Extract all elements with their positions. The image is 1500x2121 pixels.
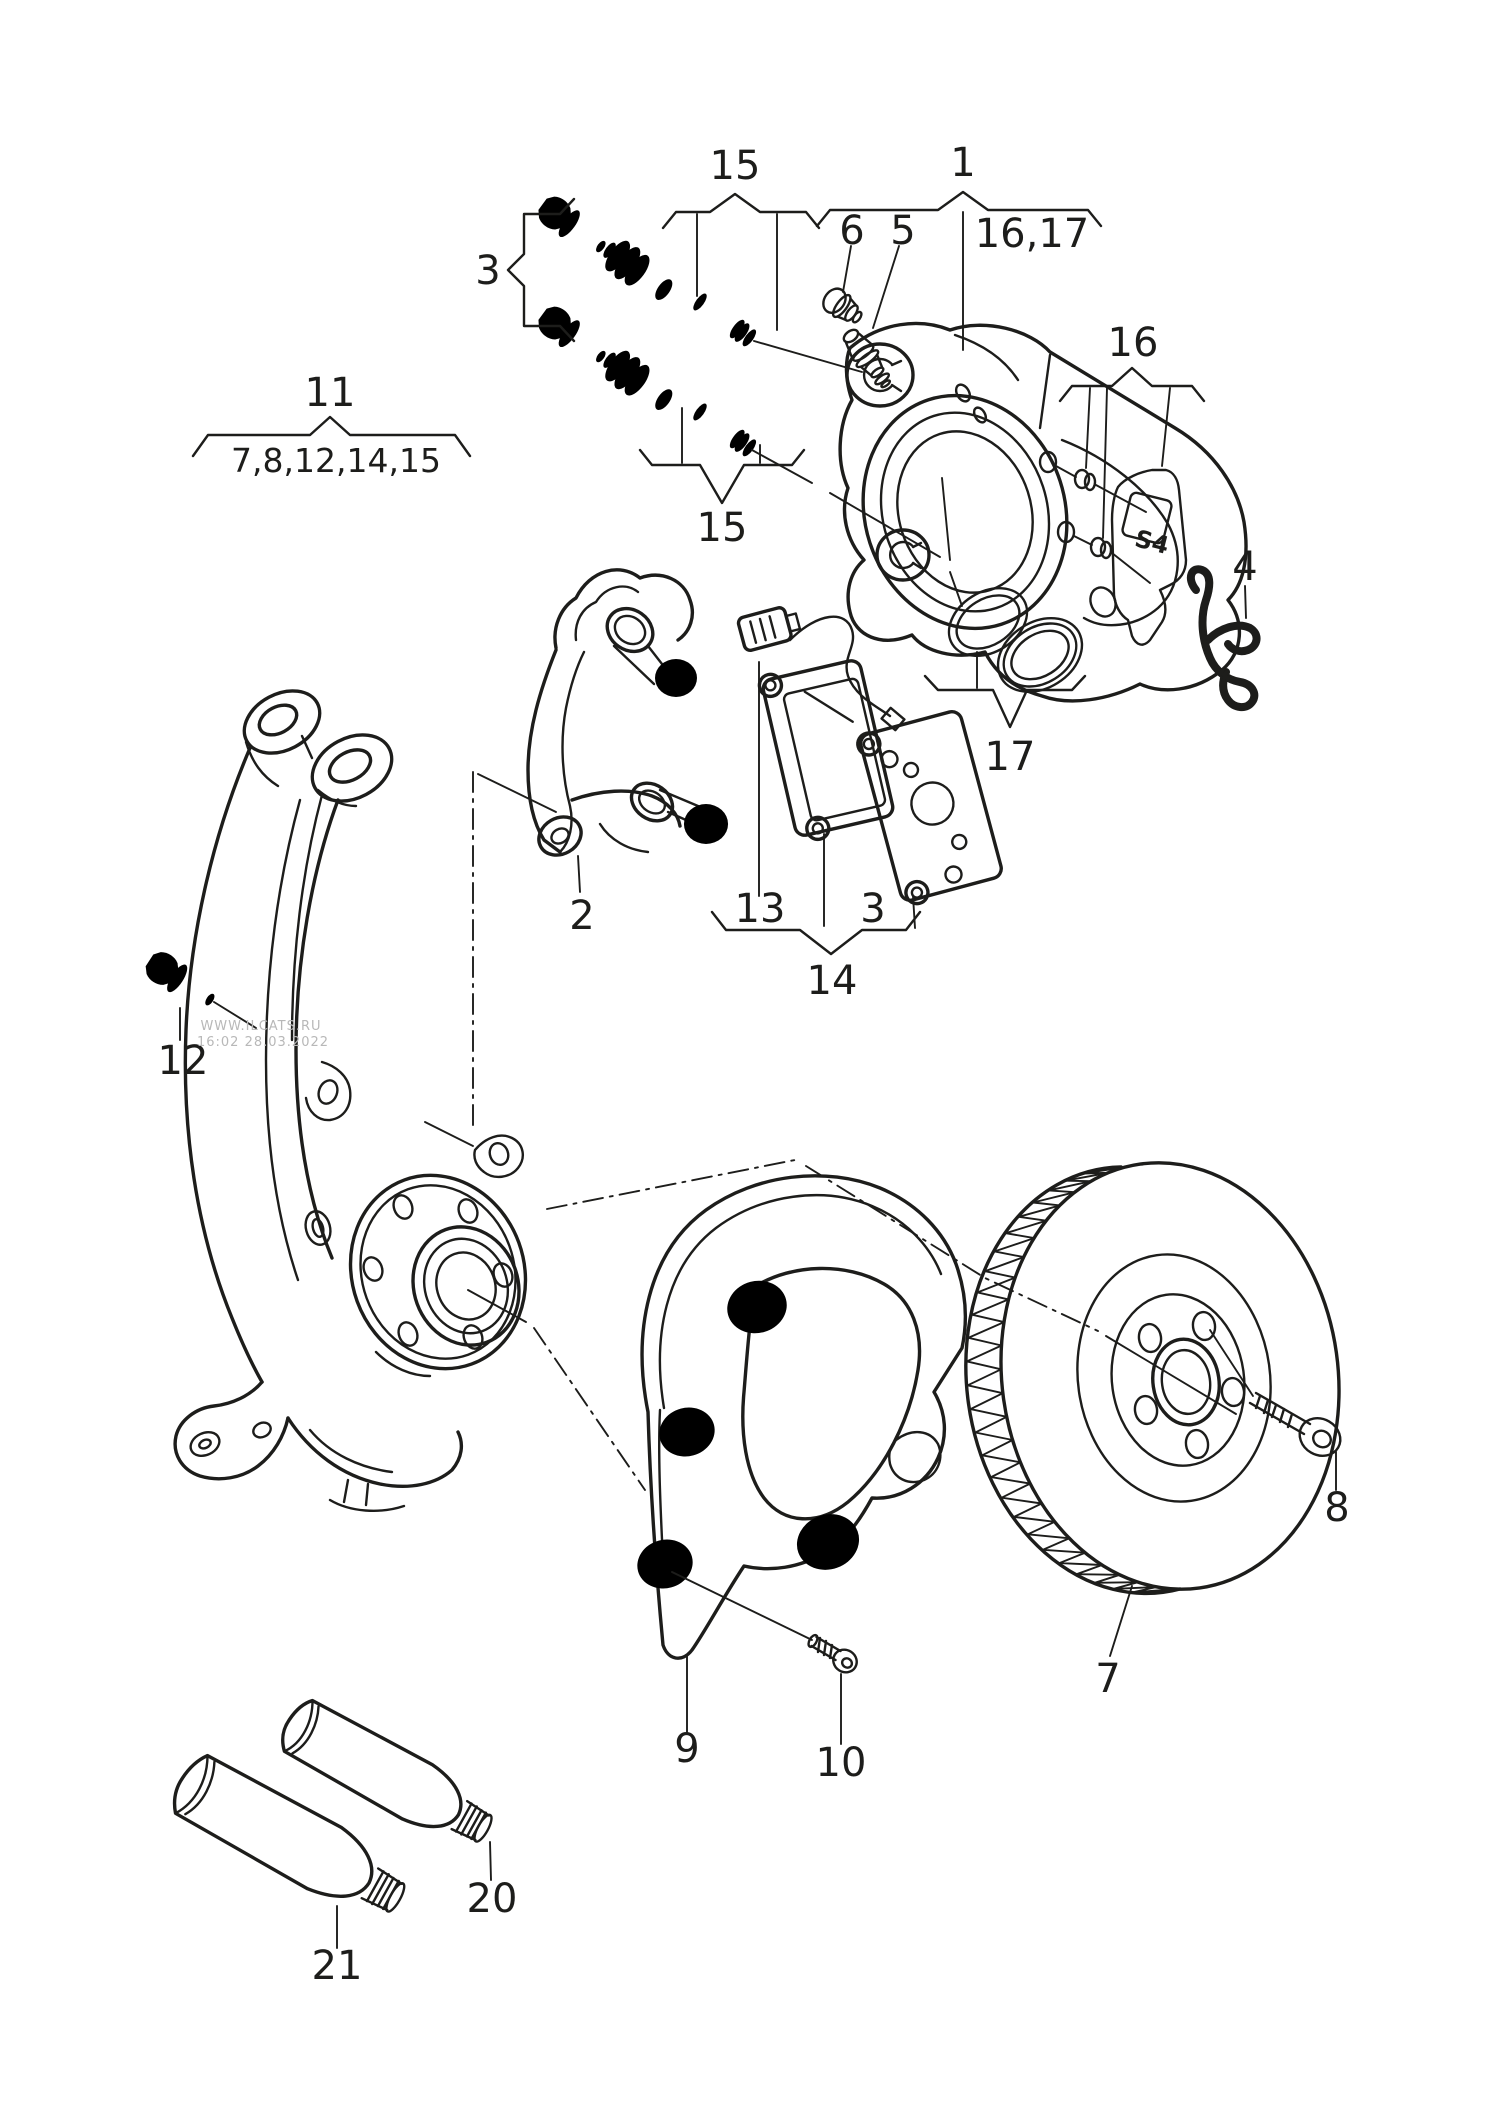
brake-caliper: [838, 321, 1248, 703]
callout-3-top: 3: [475, 248, 500, 294]
callout-15-top: 15: [710, 143, 761, 189]
disc-screw: [1248, 1391, 1342, 1457]
callout-9: 9: [674, 1726, 699, 1772]
retainer-plate: S4: [1110, 468, 1188, 646]
grease-tube-small: [281, 1698, 493, 1843]
callout-11: 11: [305, 370, 356, 416]
shield-screw: [807, 1633, 858, 1674]
wheel-hub: [348, 1173, 528, 1371]
callout-11-group: 7,8,12,14,15: [231, 441, 441, 480]
inner-pad: [757, 659, 895, 842]
callout-5: 5: [890, 208, 915, 254]
wear-sensor: [736, 606, 906, 732]
outer-pad: [856, 710, 1003, 906]
callout-3-pads: 3: [860, 886, 885, 932]
guide-pin-set-upper: [533, 191, 863, 373]
watermark-line1: WWW.ILCATS.RU: [200, 1019, 321, 1034]
watermark: WWW.ILCATS.RU 16:02 28.03.2022: [197, 1019, 329, 1050]
callout-16-17: 16,17: [975, 211, 1090, 257]
callout-21: 21: [312, 1943, 363, 1989]
callout-17: 17: [985, 734, 1036, 780]
callout-13: 13: [735, 886, 786, 932]
callout-10: 10: [816, 1740, 867, 1786]
retaining-spring: [1186, 565, 1261, 711]
disc-vent-hatch: [966, 1165, 1177, 1595]
callout-2: 2: [569, 893, 594, 939]
callout-14: 14: [807, 958, 858, 1004]
watermark-line2: 16:02 28.03.2022: [197, 1035, 329, 1050]
caliper-carrier: [526, 568, 729, 857]
steering-knuckle: [173, 689, 528, 1512]
bleeder-cap: [822, 287, 863, 324]
callout-8: 8: [1324, 1485, 1349, 1531]
callout-15-bottom: 15: [697, 505, 748, 551]
callout-1: 1: [950, 140, 975, 186]
piston-seals: [947, 586, 1084, 693]
grease-tube-large: [172, 1753, 406, 1913]
guide-pin-set-lower: [533, 301, 941, 558]
callout-7: 7: [1095, 1656, 1120, 1702]
guide-bushings: [1073, 468, 1113, 560]
callout-6: 6: [839, 208, 864, 254]
splash-shield: [631, 1174, 968, 1674]
brake-disc: [964, 1161, 1342, 1596]
callout-4: 4: [1232, 544, 1257, 590]
knuckle-bolt: [140, 946, 257, 1029]
construction-lines: [424, 771, 1237, 1491]
callout-16: 16: [1108, 320, 1159, 366]
brake-pads: [736, 606, 1003, 906]
callout-labels: 15 1 3 6 5 16,17 16 4 17 15 11 7,8,12,14…: [158, 140, 1350, 1989]
callout-12: 12: [158, 1038, 209, 1084]
callout-lines: [179, 190, 1337, 1949]
callout-20: 20: [467, 1876, 518, 1922]
